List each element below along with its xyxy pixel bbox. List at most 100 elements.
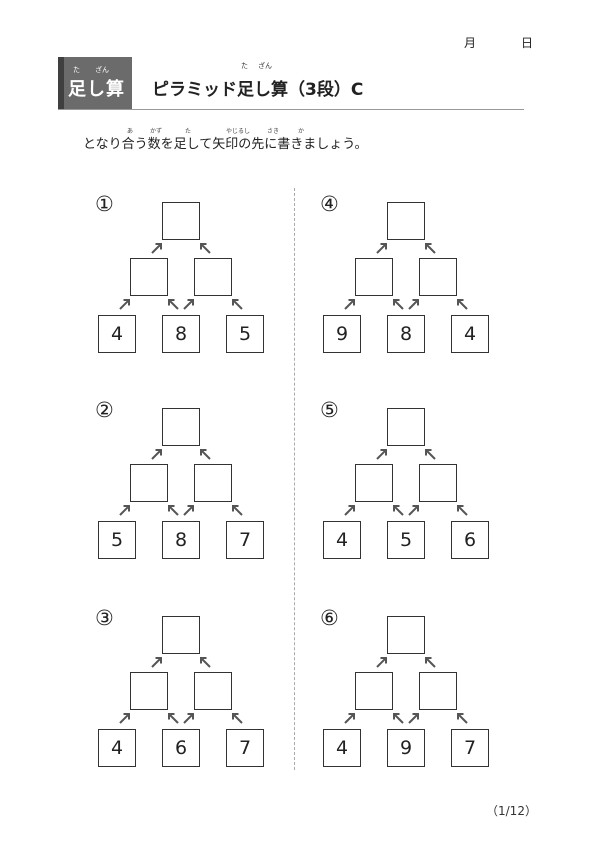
column-divider [294, 188, 295, 770]
problem-number: ⑥ [320, 606, 339, 630]
answer-box-middle-right[interactable] [194, 672, 232, 710]
answer-box-middle-right[interactable] [419, 672, 457, 710]
pyramid-problem: ② 5 8 7 [95, 398, 295, 578]
problem-number: ① [95, 192, 114, 216]
arrow-up-right-icon [151, 449, 162, 460]
badge-ruby-ta: た [73, 66, 80, 74]
arrow-up-left-icon [393, 505, 404, 516]
answer-box-top[interactable] [162, 408, 200, 446]
pyramid-problem: ⑤ 4 5 6 [320, 398, 520, 578]
arrow-up-left-icon [425, 657, 436, 668]
problem-number: ④ [320, 192, 339, 216]
pyramid-problem: ① 4 8 5 [95, 192, 295, 372]
given-box-bottom-right: 7 [226, 521, 264, 559]
arrow-up-right-icon [408, 713, 419, 724]
arrow-up-right-icon [119, 299, 130, 310]
arrow-up-left-icon [232, 713, 243, 724]
arrow-up-left-icon [457, 713, 468, 724]
instruction-ruby-ka: か [298, 128, 305, 135]
given-box-bottom-center: 8 [387, 315, 425, 353]
given-box-bottom-center: 6 [162, 729, 200, 767]
given-box-bottom-right: 7 [451, 729, 489, 767]
arrow-up-right-icon [376, 243, 387, 254]
arrow-up-right-icon [344, 505, 355, 516]
answer-box-top[interactable] [387, 408, 425, 446]
arrow-up-right-icon [183, 299, 194, 310]
arrow-up-left-icon [425, 243, 436, 254]
instruction-ruby-yajirushi: やじるし [226, 128, 251, 135]
arrow-up-left-icon [200, 657, 211, 668]
arrow-up-right-icon [183, 713, 194, 724]
given-box-bottom-left: 4 [98, 315, 136, 353]
arrow-up-right-icon [151, 657, 162, 668]
given-box-bottom-left: 4 [98, 729, 136, 767]
day-label: 日 [521, 36, 534, 50]
given-box-bottom-center: 9 [387, 729, 425, 767]
title-rule [58, 109, 524, 110]
given-box-bottom-right: 7 [226, 729, 264, 767]
worksheet-title: ピラミッド足し算（3段）C [152, 80, 364, 100]
arrow-up-right-icon [376, 449, 387, 460]
given-box-bottom-center: 8 [162, 315, 200, 353]
pyramid-problem: ⑥ 4 9 7 [320, 606, 520, 786]
arrow-up-left-icon [168, 299, 179, 310]
title-ruby-zan: ざん [258, 62, 272, 70]
section-badge: た ざん 足し算 [58, 57, 132, 109]
given-box-bottom-left: 4 [323, 521, 361, 559]
answer-box-middle-right[interactable] [419, 464, 457, 502]
page-number: （1/12） [486, 804, 537, 818]
arrow-up-right-icon [376, 657, 387, 668]
arrow-up-right-icon [408, 505, 419, 516]
given-box-bottom-right: 4 [451, 315, 489, 353]
answer-box-middle-right[interactable] [419, 258, 457, 296]
instruction-ruby-saki: さき [267, 128, 280, 135]
arrow-up-left-icon [232, 299, 243, 310]
month-label: 月 [464, 36, 477, 50]
arrow-up-right-icon [408, 299, 419, 310]
instruction-ruby-ta: た [185, 128, 192, 135]
pyramid-problem: ④ 9 8 4 [320, 192, 520, 372]
answer-box-top[interactable] [387, 202, 425, 240]
answer-box-top[interactable] [162, 616, 200, 654]
problem-number: ⑤ [320, 398, 339, 422]
arrow-up-left-icon [425, 449, 436, 460]
arrow-up-left-icon [393, 713, 404, 724]
arrow-up-left-icon [457, 299, 468, 310]
given-box-bottom-left: 4 [323, 729, 361, 767]
answer-box-middle-right[interactable] [194, 258, 232, 296]
given-box-bottom-center: 5 [387, 521, 425, 559]
given-box-bottom-center: 8 [162, 521, 200, 559]
answer-box-middle-right[interactable] [194, 464, 232, 502]
arrow-up-right-icon [119, 713, 130, 724]
problem-number: ③ [95, 606, 114, 630]
arrow-up-left-icon [232, 505, 243, 516]
arrow-up-left-icon [393, 299, 404, 310]
answer-box-top[interactable] [162, 202, 200, 240]
arrow-up-left-icon [200, 449, 211, 460]
badge-label: 足し算 [68, 79, 125, 100]
instruction-ruby-a: あ [127, 128, 134, 135]
problem-number: ② [95, 398, 114, 422]
answer-box-middle-left[interactable] [130, 464, 168, 502]
arrow-up-left-icon [168, 713, 179, 724]
arrow-up-left-icon [168, 505, 179, 516]
badge-accent [58, 57, 64, 109]
title-ruby-ta: た [241, 62, 248, 70]
instruction-text: となり合う数を足して矢印の先に書きましょう。 [83, 137, 368, 152]
arrow-up-left-icon [200, 243, 211, 254]
given-box-bottom-left: 5 [98, 521, 136, 559]
instruction-ruby-kazu: かず [150, 128, 163, 135]
given-box-bottom-left: 9 [323, 315, 361, 353]
arrow-up-left-icon [457, 505, 468, 516]
answer-box-middle-left[interactable] [130, 672, 168, 710]
arrow-up-right-icon [183, 505, 194, 516]
answer-box-top[interactable] [387, 616, 425, 654]
given-box-bottom-right: 5 [226, 315, 264, 353]
answer-box-middle-left[interactable] [355, 672, 393, 710]
answer-box-middle-left[interactable] [355, 464, 393, 502]
answer-box-middle-left[interactable] [355, 258, 393, 296]
pyramid-problem: ③ 4 6 7 [95, 606, 295, 786]
arrow-up-right-icon [344, 299, 355, 310]
answer-box-middle-left[interactable] [130, 258, 168, 296]
arrow-up-right-icon [344, 713, 355, 724]
